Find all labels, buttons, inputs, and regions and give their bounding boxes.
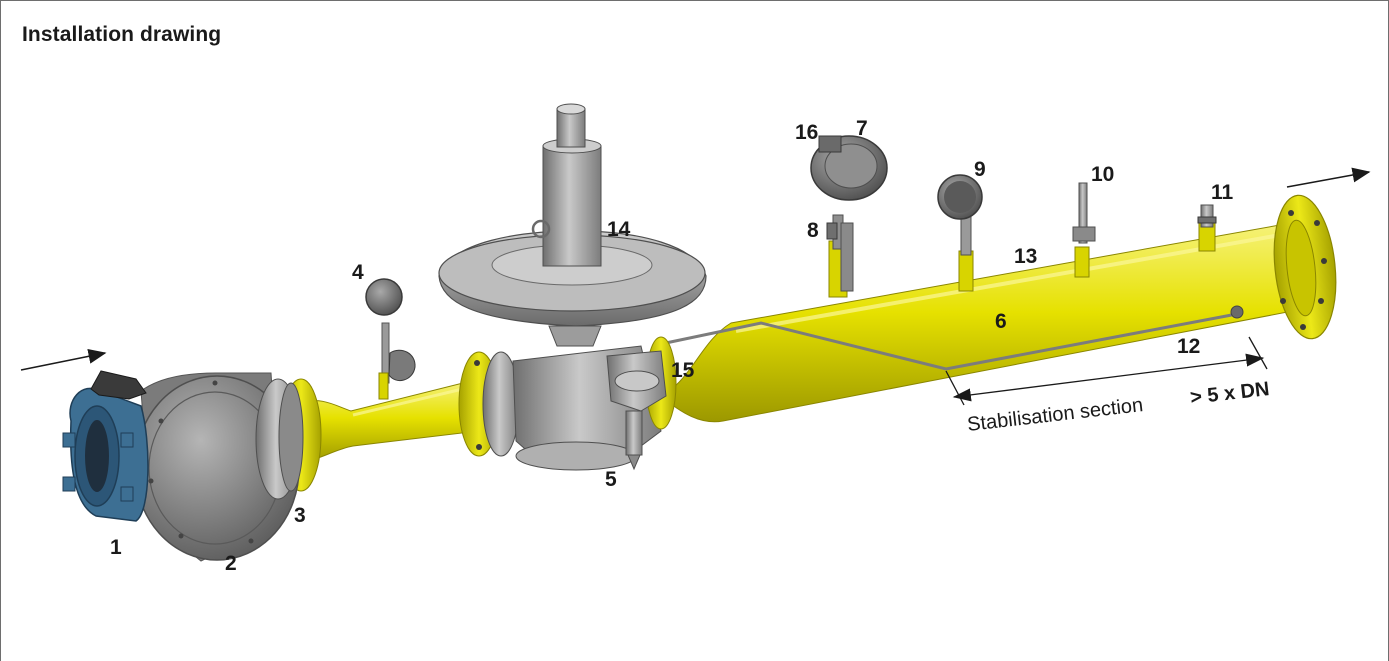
vent-valve	[1197, 204, 1217, 252]
inlet-ball-valve	[62, 370, 149, 522]
callout-6: 6	[995, 310, 1007, 333]
callout-7: 7	[856, 117, 868, 140]
test-valve	[1072, 182, 1096, 278]
callout-15: 15	[671, 359, 695, 382]
inlet-pressure-gauge	[365, 278, 416, 400]
callout-11: 11	[1211, 181, 1234, 204]
callout-5: 5	[605, 468, 617, 491]
sensing-line	[660, 312, 1238, 371]
callout-12: 12	[1177, 335, 1200, 358]
stabilisation-spec-label: > 5 x DN	[1189, 378, 1270, 409]
outlet-flow-arrow-icon	[1286, 167, 1371, 188]
callout-4: 4	[352, 261, 364, 284]
outlet-pipe	[660, 194, 1337, 423]
callout-9: 9	[974, 158, 986, 181]
stabilisation-section-label: Stabilisation section	[966, 394, 1144, 436]
inlet-flow-arrow-icon	[20, 348, 107, 371]
callout-10: 10	[1091, 163, 1114, 186]
pilot-device	[810, 135, 888, 298]
insulating-flange	[255, 378, 304, 500]
callout-8: 8	[807, 219, 819, 242]
callout-2: 2	[225, 552, 237, 575]
pressure-regulator	[438, 103, 707, 471]
callout-1: 1	[110, 536, 122, 559]
callout-14: 14	[607, 218, 631, 241]
callout-3: 3	[294, 504, 306, 527]
page-title: Installation drawing	[22, 23, 222, 46]
callout-13: 13	[1014, 245, 1037, 268]
outlet-pressure-gauge	[937, 174, 983, 292]
callout-16: 16	[795, 121, 818, 144]
